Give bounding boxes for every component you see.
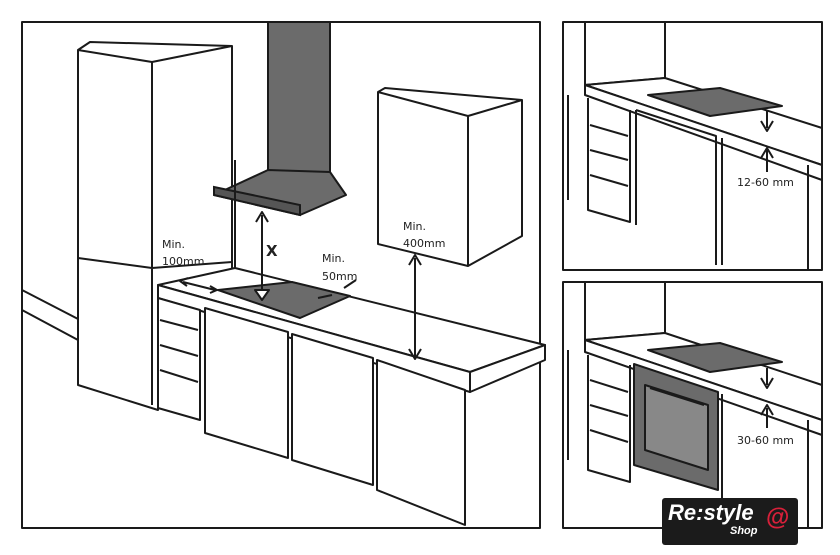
wall-cabinet (377, 87, 523, 267)
hob (217, 281, 351, 319)
logo-text: Re:style (668, 500, 754, 525)
base-cabinets (157, 297, 466, 526)
cart-at-icon: @ (766, 504, 790, 531)
detail-panel-bottom: 30-60 mm (562, 281, 823, 529)
cooker-hood (213, 21, 347, 217)
hob (647, 342, 783, 373)
back-value-label: 50mm (322, 270, 357, 283)
side-value-label: 100mm (162, 255, 204, 268)
hood-distance-label: X (266, 242, 278, 260)
back-min-label: Min. (322, 252, 345, 265)
cabinet-value-label: 400mm (403, 237, 445, 250)
hob (647, 87, 783, 117)
detail-top-label: 12-60 mm (737, 176, 794, 189)
dimension-arrows (179, 211, 422, 360)
logo-subtext: Shop (730, 525, 758, 537)
restyle-shop-logo: Re:style Shop @ (662, 498, 798, 545)
side-min-label: Min. (162, 238, 185, 251)
main-panel: X Min. 100mm Min. 50mm Min. 400mm (21, 21, 546, 529)
detail-bottom-label: 30-60 mm (737, 434, 794, 447)
detail-panel-top: 12-60 mm (562, 21, 823, 271)
cabinet-min-label: Min. (403, 220, 426, 233)
